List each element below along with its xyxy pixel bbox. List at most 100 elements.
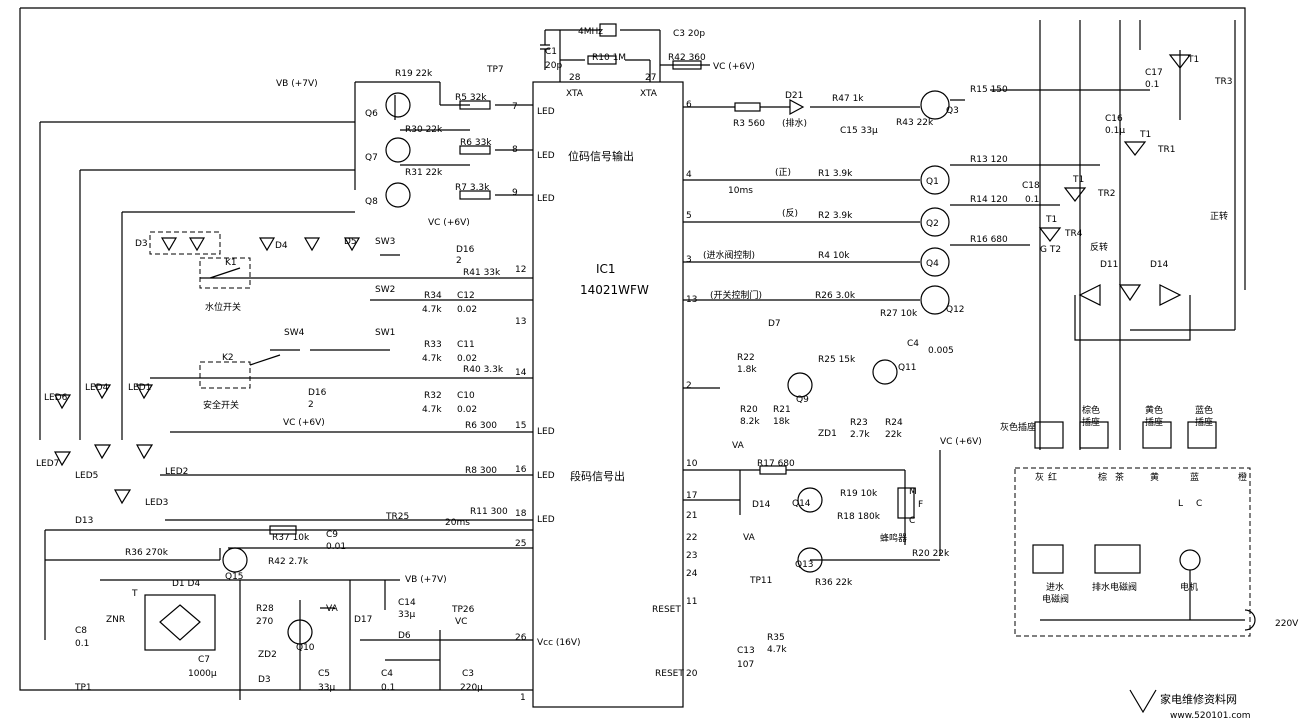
lbl-brown2: 插座	[1082, 416, 1100, 428]
pin-28: 28	[569, 73, 581, 83]
lbl-c: C	[909, 516, 915, 526]
led-bus	[39, 121, 355, 440]
ic-body	[532, 81, 684, 708]
lbl-fwd-turn: 正转	[1210, 210, 1228, 222]
lbl-c3b: C3	[462, 669, 474, 679]
pin-22: 22	[686, 533, 697, 543]
pin-led-b: LED	[537, 151, 555, 161]
lbl-led5: LED5	[75, 471, 98, 481]
lbl-r27: R27 10k	[880, 309, 918, 319]
lbl-va2: VA	[732, 441, 745, 451]
q9	[787, 372, 813, 398]
lbl-r23: R23	[850, 418, 868, 428]
lbl-d7: D7	[768, 319, 781, 329]
lbl-c10v: 0.02	[457, 405, 477, 415]
pin-16: 16	[515, 465, 527, 475]
lbl-sw4: SW4	[284, 328, 305, 338]
k2-box	[199, 361, 251, 389]
lbl-q9: Q9	[796, 395, 809, 405]
lbl-c13: C13	[737, 646, 755, 656]
buzzer-wires	[683, 450, 941, 561]
lbl-led3: LED3	[145, 498, 168, 508]
lbl-r23v: 2.7k	[850, 430, 870, 440]
lbl-drain-valve: 排水电磁阀	[1092, 581, 1137, 593]
lbl-tr1: TR1	[1157, 145, 1175, 155]
lbl-va3: VA	[743, 533, 756, 543]
lbl-c7: C7	[198, 655, 210, 665]
pin-18: 18	[515, 509, 527, 519]
q11	[872, 359, 898, 385]
inlet-valve	[1032, 544, 1064, 574]
lbl-q4: Q4	[926, 259, 939, 269]
pin-led-a: LED	[537, 107, 555, 117]
pin-21: 21	[686, 511, 697, 521]
lbl-ms20: 20ms	[445, 518, 470, 528]
lbl-drain: (排水)	[782, 117, 807, 129]
lbl-r13: R13 120	[970, 155, 1008, 165]
bridge-loop	[1074, 295, 1191, 341]
lbl-yellow: 黄色	[1145, 404, 1163, 416]
pin-led-f: LED	[537, 515, 555, 525]
lbl-r35v: 4.7k	[767, 645, 787, 655]
lbl-zong: 棕	[1098, 471, 1107, 483]
lbl-tp26: TP26	[451, 605, 475, 615]
buzzer	[897, 487, 915, 519]
pin-14: 14	[515, 368, 527, 378]
lbl-pos-out: 位码信号输出	[568, 149, 634, 163]
watermark-url: www.520101.com	[1170, 711, 1251, 721]
lbl-crystal: 4MHz	[578, 27, 603, 37]
lbl-r42t: R42 360	[668, 53, 706, 63]
lbl-d14: D14	[752, 500, 771, 510]
lbl-c4bv: 0.005	[928, 346, 954, 356]
lbl-d5: D5	[344, 237, 357, 247]
lbl-tp11: TP11	[749, 576, 772, 586]
lbl-c15: C15 33μ	[840, 126, 878, 136]
lbl-q6: Q6	[365, 109, 378, 119]
lbl-c3bv: 220μ	[460, 683, 483, 693]
c1	[540, 29, 560, 70]
pin-25: 25	[515, 539, 526, 549]
lbl-r6b: R6 300	[465, 421, 497, 431]
lbl-sw2: SW2	[375, 285, 395, 295]
lbl-q15: Q15	[225, 572, 244, 582]
lbl-r30: R30 22k	[405, 125, 443, 135]
lbl-ms10: 10ms	[728, 186, 753, 196]
lbl-c17: C17	[1145, 68, 1163, 78]
lbl-led7: LED7	[36, 459, 59, 469]
lbl-sw1: SW1	[375, 328, 395, 338]
lbl-c3: C3 20p	[673, 29, 705, 39]
lbl-r16: R16 680	[970, 235, 1008, 245]
pin-26: 26	[515, 633, 527, 643]
lbl-r6: R6 33k	[460, 138, 492, 148]
lbl-gt2: G T2	[1040, 245, 1061, 255]
driver-wires	[683, 89, 1150, 389]
pin-24: 24	[686, 569, 698, 579]
lbl-c16: C16	[1105, 114, 1123, 124]
lbl-r32: R32	[424, 391, 442, 401]
lbl-c5: C5	[318, 669, 330, 679]
lbl-r20b: R20 22k	[912, 549, 950, 559]
pin-11: 11	[686, 597, 697, 607]
pin-6: 6	[686, 100, 692, 110]
lbl-r4: R4 10k	[818, 251, 850, 261]
lbl-r22v: 1.8k	[737, 365, 757, 375]
lbl-d16a: D16	[456, 245, 475, 255]
pin-reset2: RESET	[655, 669, 684, 679]
supply-wires	[100, 579, 533, 700]
lbl-c4v: 0.1	[381, 683, 395, 693]
lbl-r20: R20	[740, 405, 758, 415]
lbl-t1b: T1	[1139, 130, 1151, 140]
lbl-r18: R18 180k	[837, 512, 881, 522]
pin-led-d: LED	[537, 427, 555, 437]
lbl-vc6b: VC (+6V)	[283, 418, 325, 428]
lbl-r28: R28	[256, 604, 274, 614]
lbl-led4: LED4	[85, 383, 109, 393]
pin-17: 17	[686, 491, 697, 501]
watermark-title: 家电维修资料网	[1160, 692, 1237, 706]
lbl-q11: Q11	[898, 363, 917, 373]
drain-valve	[1094, 544, 1141, 574]
lbl-r47: R47 1k	[832, 94, 864, 104]
lbl-d16b: D16	[308, 388, 327, 398]
lbl-cc: C	[1196, 499, 1202, 509]
